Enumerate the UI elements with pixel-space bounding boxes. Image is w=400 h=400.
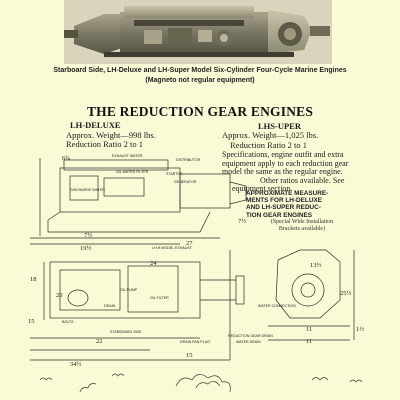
label-water-connection: WATER CONNECTION [258, 304, 296, 308]
label-oil-filter: OIL FILTER [150, 296, 169, 300]
lhs-uper-model: LHS-UPER [258, 121, 301, 131]
spec-note-line: equipment section. [232, 184, 293, 194]
label-reduction-gear-drain: REDUCTION GEAR DRAIN [228, 334, 273, 338]
label-starter: STARTER [166, 172, 183, 176]
lh-deluxe-specs: LH-DELUXE Approx. Weight—998 lbs. Reduct… [66, 120, 206, 150]
caption-line-2: (Magneto not regular equipment) [145, 77, 255, 84]
label-distributor: DISTRIBUTOR [176, 158, 201, 162]
dim-19-1-2: 19½ [80, 245, 92, 252]
spec-note-line: Other ratios available. See [260, 175, 345, 185]
engine-photo-svg [64, 0, 332, 64]
spec-note-line: equipment apply to each reduction gear [222, 158, 349, 168]
label-oil-water-filter: OIL WATER FILTER [116, 170, 149, 174]
lh-deluxe-weight: Approx. Weight—998 lbs. [66, 129, 156, 140]
label-rh-model-exhaust: LH-H MODEL EXHAUST [152, 246, 193, 250]
label-exhaust-water: EXHAUST WATER [112, 154, 143, 158]
approx-line: TION GEAR ENGINES [246, 211, 313, 219]
engine-photo [64, 0, 332, 64]
label-starboard-side: STARBOARD SIDE [110, 330, 142, 334]
label-drain: DRAIN [104, 304, 116, 308]
approx-line: MENTS FOR LH-DELUXE [246, 197, 322, 205]
dim-20: 20 [56, 292, 63, 299]
approx-line: AND LH-SUPER REDUC- [246, 204, 321, 212]
lhs-uper-ratio: Reduction Ratio 2 to 1 [230, 139, 307, 150]
page-title: THE REDUCTION GEAR ENGINES [86, 104, 314, 119]
dim-11-b: 11 [306, 338, 313, 345]
dim-1-1-2: 1½ [356, 326, 365, 333]
label-drain-pan-plug: DRAIN PAN PLUG [180, 340, 211, 344]
caption-line-1: Starboard Side, LH-Deluxe and LH-Super M… [53, 67, 347, 74]
lh-deluxe-ratio: Reduction Ratio 2 to 1 [66, 139, 143, 149]
lhs-uper-weight: Approx. Weight—1,025 lbs. [222, 130, 319, 140]
label-discharge-water: DISCHARGE WATER [70, 188, 105, 192]
special-line: Brackets available) [278, 225, 326, 232]
spec-note-line: Specifications, engine outfit and extra [222, 150, 344, 159]
dim-18: 18 [30, 276, 37, 283]
dim-27: 27 [186, 240, 193, 247]
lh-deluxe-model: LH-DELUXE [70, 120, 121, 130]
dim-22: 22 [96, 338, 103, 345]
label-bolts: BOLTS [62, 320, 74, 324]
dim-25-1-2: 25½ [340, 290, 352, 297]
dim-15: 15 [186, 352, 193, 359]
label-water-drain: WATER DRAIN [236, 340, 261, 344]
approx-measurements-heading: APPROXIMATE MEASURE- MENTS FOR LH-DELUXE… [246, 190, 358, 219]
dim-24: 24 [150, 260, 157, 267]
special-line: (Special Wide Installation [270, 219, 334, 225]
approx-line: APPROXIMATE MEASURE- [246, 190, 329, 197]
dim-7-1-2-a: 7½ [84, 232, 93, 239]
dim-7-1-2-b: 7½ [238, 218, 247, 225]
dim-15-b: 15 [28, 318, 35, 325]
label-oil-pump: OIL PUMP [120, 288, 138, 292]
engine-photo-caption: Starboard Side, LH-Deluxe and LH-Super M… [0, 66, 400, 86]
dim-34-1-2: 34½ [70, 361, 82, 368]
dim-13-1-2: 13½ [310, 262, 322, 269]
spec-note-line: model the same as the regular engine. [222, 167, 343, 177]
lhs-uper-specs: Approx. Weight—1,025 lbs. Reduction Rati… [222, 130, 382, 194]
spec-notes: Specifications, engine outfit and extra … [222, 150, 382, 194]
dim-6-3-4: 6¾ [62, 155, 71, 162]
label-generator: GENERATOR [174, 180, 197, 184]
dim-11-a: 11 [306, 326, 313, 333]
special-brackets-note: (Special Wide Installation Brackets avai… [246, 219, 358, 232]
